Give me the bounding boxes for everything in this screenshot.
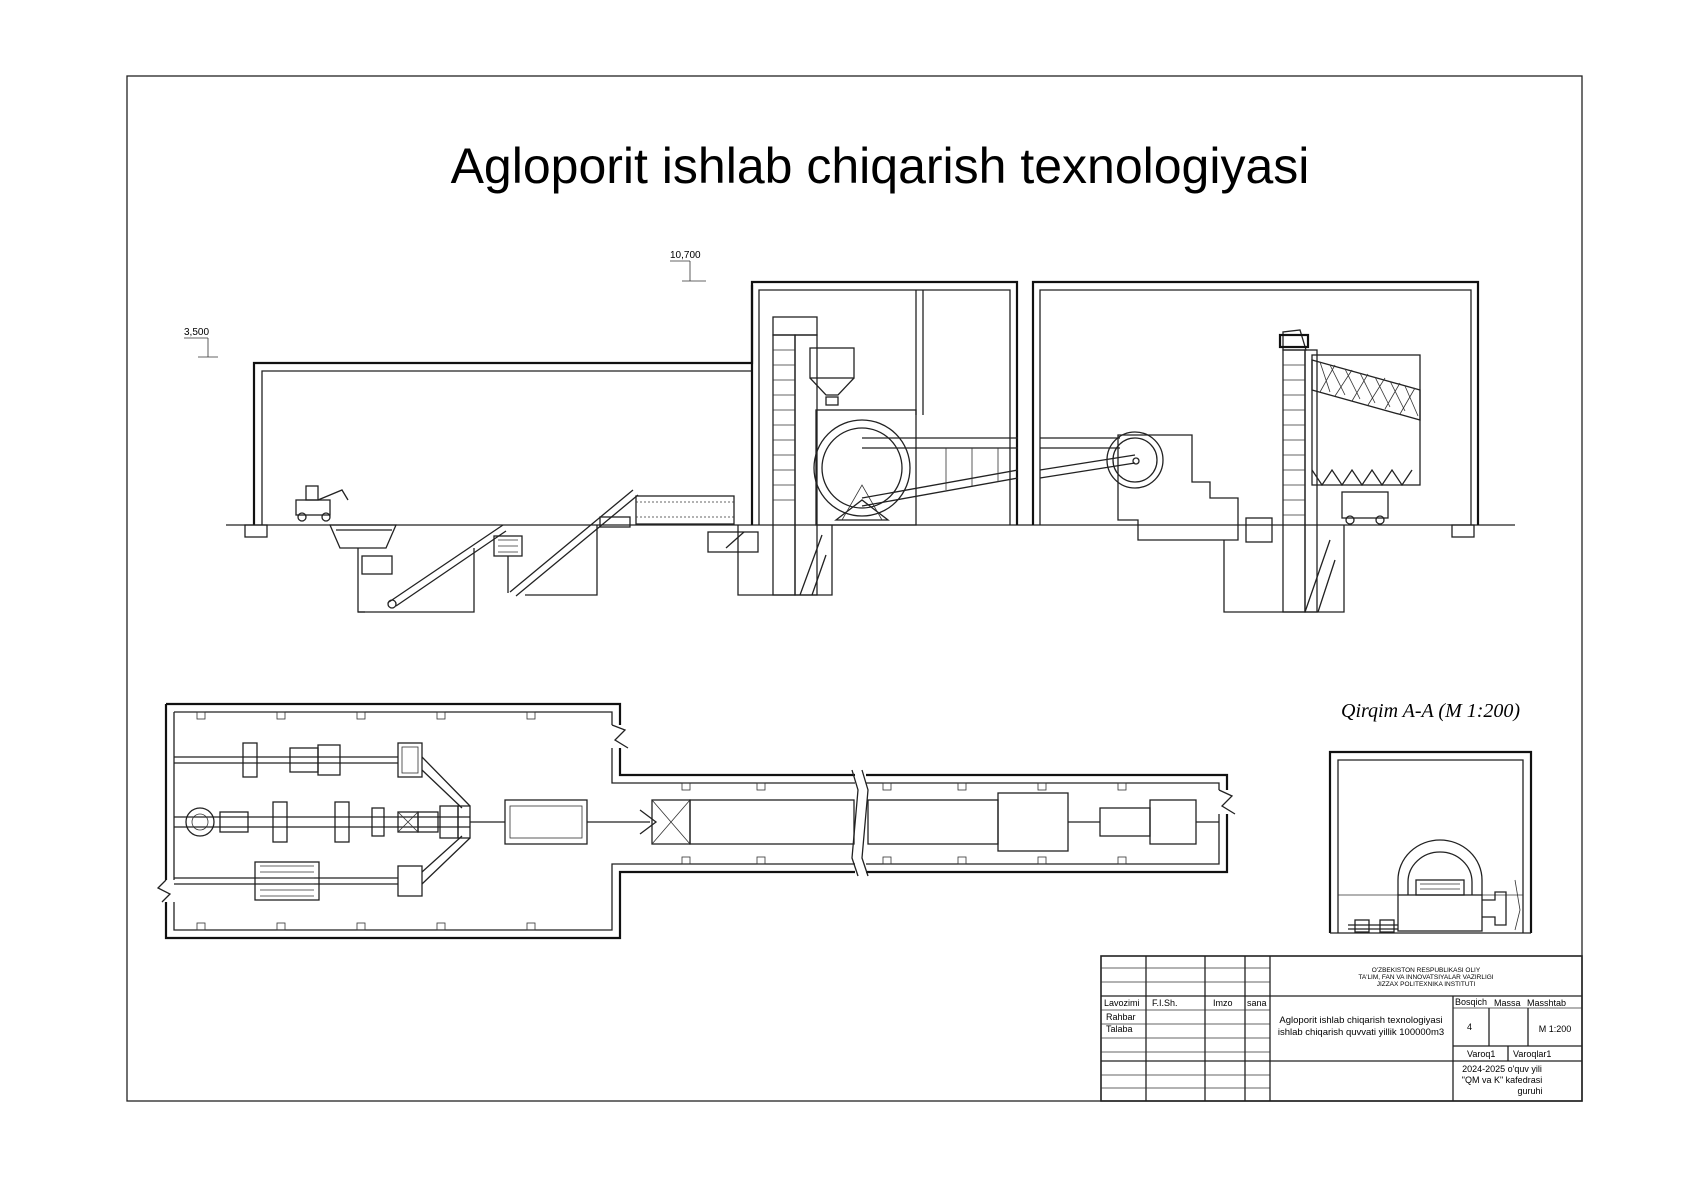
row-rahbar: Rahbar xyxy=(1106,1012,1136,1022)
footer-line-3: guruhi xyxy=(1517,1086,1542,1096)
footer-line-2: "QM va K" kafedrasi xyxy=(1462,1075,1542,1085)
varoqlar: Varoqlar1 xyxy=(1513,1049,1551,1059)
plan-view xyxy=(156,702,1236,940)
bosqich-value: 4 xyxy=(1467,1022,1472,1032)
masshtab-value: M 1:200 xyxy=(1539,1024,1572,1034)
varoq: Varoq1 xyxy=(1467,1049,1495,1059)
sheet-border xyxy=(126,75,1583,1102)
elevation-view: 10,700 3,500 xyxy=(184,250,1515,613)
massa-label: Massa xyxy=(1494,998,1521,1008)
project-title-line-2: ishlab chiqarish quvvati yillik 100000m3 xyxy=(1278,1027,1444,1038)
row-talaba: Talaba xyxy=(1106,1024,1133,1034)
project-title-line-1: Agloporit ishlab chiqarish texnologiyasi xyxy=(1279,1015,1442,1026)
svg-text:3,500: 3,500 xyxy=(184,327,209,338)
institution-line-2: TA'LIM, FAN VA INNOVATSIYALAR VAZIRLIGI xyxy=(1358,974,1493,981)
svg-text:10,700: 10,700 xyxy=(670,250,701,261)
dump-truck-icon xyxy=(295,485,349,522)
section-label: Qirqim A-A (M 1:200) xyxy=(1341,700,1520,722)
col-lavozimi: Lavozimi xyxy=(1104,998,1140,1008)
bosqich-label: Bosqich xyxy=(1455,997,1487,1007)
col-fish: F.I.Sh. xyxy=(1152,998,1178,1008)
col-sana: sana xyxy=(1247,998,1267,1008)
footer-line-1: 2024-2025 o'quv yili xyxy=(1462,1064,1542,1074)
col-imzo: Imzo xyxy=(1213,998,1233,1008)
elevation-marker-high: 10,700 xyxy=(670,250,706,282)
elevation-marker-low: 3,500 xyxy=(184,327,218,358)
drawing-title: Agloporit ishlab chiqarish texnologiyasi xyxy=(451,138,1310,194)
institution-line-3: JIZZAX POLITEXNIKA INSTITUTI xyxy=(1377,981,1476,988)
masshtab-label: Masshtab xyxy=(1527,998,1566,1008)
institution-line-1: O'ZBEKISTON RESPUBLIKASI OLIY xyxy=(1372,967,1481,974)
title-block: O'ZBEKISTON RESPUBLIKASI OLIY TA'LIM, FA… xyxy=(1100,955,1583,1102)
section-view xyxy=(1328,750,1533,934)
